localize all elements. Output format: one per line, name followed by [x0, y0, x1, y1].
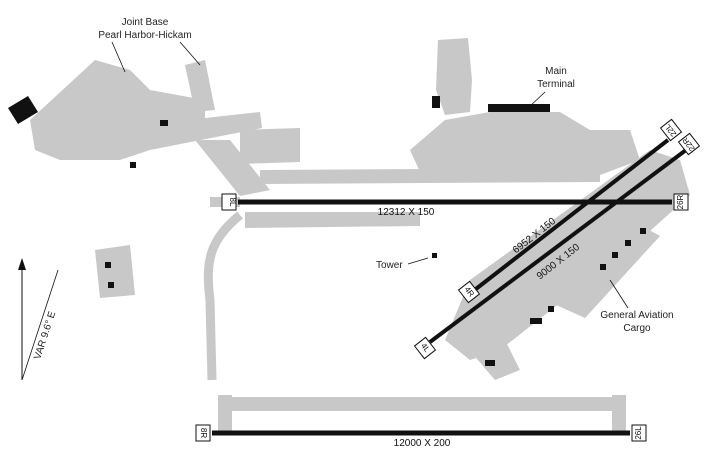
terminal-label-line2: Terminal [537, 79, 575, 90]
west-taxiway-loop [203, 211, 243, 381]
runway-4r-22l [470, 138, 670, 294]
ga-leader [609, 279, 629, 309]
base-label-line2: Pearl Harbor-Hickam [98, 30, 191, 41]
runway-8r-26l-dims: 12000 X 200 [394, 438, 451, 449]
pavement-areas [30, 38, 690, 435]
terminal-gate-block [432, 96, 440, 108]
end-26r: 26R [676, 194, 685, 209]
ga-building-1 [600, 264, 606, 270]
terminal-building [488, 104, 550, 112]
west-building-1 [105, 262, 111, 268]
tower-label: Tower [376, 260, 403, 271]
runways [212, 138, 688, 436]
base-leader-1 [111, 41, 126, 73]
cargo-building-2 [548, 306, 554, 312]
ga-label-line1: General Aviation [600, 310, 673, 321]
taxiway-8r-east [612, 395, 626, 435]
base-hangar [8, 96, 38, 124]
taxiway-south-parallel [245, 212, 420, 228]
south-cargo-apron [465, 330, 520, 380]
magnetic-line [21, 269, 59, 381]
tower-leader [407, 257, 429, 265]
end-8r: 8R [199, 428, 208, 438]
cargo-building-1 [530, 318, 542, 324]
variation-indicator: VAR 9.6° E [18, 258, 59, 381]
tower-building [432, 253, 437, 258]
taxiway-8r-west [218, 395, 232, 435]
base-building-2 [160, 120, 168, 126]
base-buildings-zone [240, 128, 300, 164]
base-apron-north [185, 60, 215, 112]
taxiway-north-parallel [260, 168, 600, 184]
terminal-leader [527, 91, 546, 109]
base-building-1 [130, 162, 136, 168]
north-arrow-head [18, 258, 26, 270]
terminal-label-line1: Main [545, 66, 567, 77]
base-label-line1: Joint Base [122, 17, 169, 28]
end-26l: 26L [634, 426, 643, 440]
ga-building-4 [640, 228, 646, 234]
base-apron [30, 60, 262, 160]
west-building-2 [108, 282, 114, 288]
south-building [485, 360, 495, 366]
end-8l: 8L [228, 198, 237, 207]
terminal-north-pier [436, 38, 472, 115]
runway-4l-22r [428, 148, 688, 344]
buildings [8, 96, 646, 366]
runway-8l-26r-dims: 12312 X 150 [378, 207, 435, 218]
ga-building-2 [612, 252, 618, 258]
base-connector [195, 140, 270, 196]
ga-label-line2: Cargo [623, 323, 651, 334]
base-leader-2 [179, 41, 201, 66]
west-apron [95, 245, 135, 298]
runway-ends: 8L 26R 8R 26L 4R 22L 4L 22R [195, 118, 701, 442]
terminal-apron [410, 112, 640, 175]
taxiway-8r-parallel [225, 397, 625, 411]
ga-building-3 [625, 240, 631, 246]
